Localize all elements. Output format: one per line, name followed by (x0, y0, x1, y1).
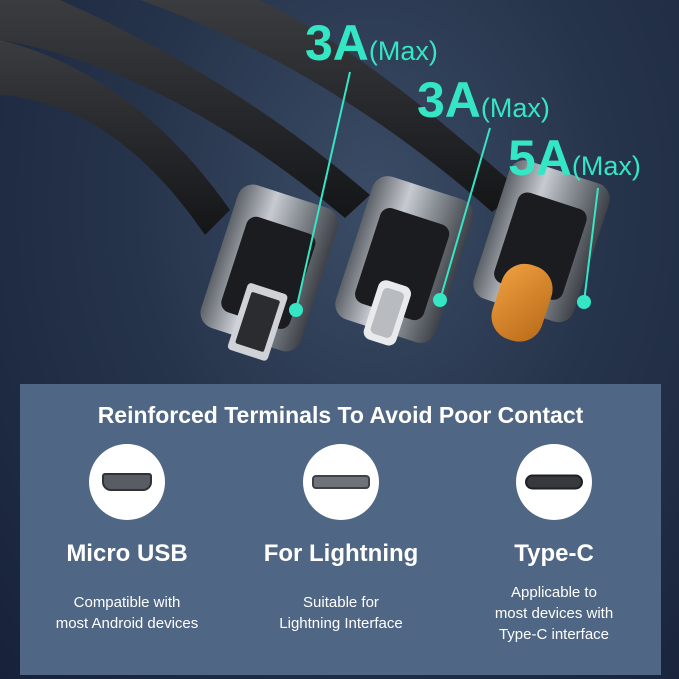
description-line: Lightning Interface (279, 615, 403, 632)
type-c-port-icon (516, 444, 592, 520)
connector-lightning: For Lightning Suitable for Lightning Int… (234, 444, 448, 634)
rating-value: 3A (305, 15, 369, 71)
lightning-port-icon (303, 444, 379, 520)
connector-description: Compatible with most Android devices (20, 592, 234, 634)
rating-micro-usb: 3A(Max) (305, 18, 438, 68)
type-c-port-shape (525, 474, 583, 490)
panel-title: Reinforced Terminals To Avoid Poor Conta… (97, 402, 584, 428)
rating-value: 3A (417, 72, 481, 128)
rating-suffix: (Max) (480, 93, 550, 123)
description-line: most devices with (494, 605, 614, 622)
rating-leaders (289, 71, 599, 317)
micro-usb-port-shape (102, 473, 152, 491)
rating-value: 5A (508, 130, 572, 186)
rating-type-c: 5A(Max) (508, 133, 641, 183)
micro-usb-port-icon (89, 444, 165, 520)
connector-name: Micro USB (66, 540, 188, 567)
connector-micro-usb: Micro USB Compatible with most Android d… (20, 444, 234, 634)
lightning-port-shape (312, 475, 370, 489)
type-c-plug (473, 160, 610, 342)
connector-name: For Lightning (263, 540, 419, 567)
micro-usb-plug (200, 184, 339, 361)
description-line: Compatible with (73, 594, 181, 611)
connector-description: Applicable to most devices with Type-C i… (447, 582, 661, 645)
description-line: most Android devices (55, 615, 199, 632)
connector-name: Type-C (514, 540, 594, 567)
connector-type-c: Type-C Applicable to most devices with T… (447, 444, 661, 645)
cable-type-c (140, 0, 520, 212)
cable-micro-usb (0, 40, 230, 235)
description-line: Applicable to (511, 584, 597, 601)
rating-suffix: (Max) (368, 36, 438, 66)
terminals-panel: Reinforced Terminals To Avoid Poor Conta… (20, 384, 661, 675)
rating-lightning: 3A(Max) (417, 75, 550, 125)
connector-description: Suitable for Lightning Interface (234, 592, 448, 634)
description-line: Suitable for (303, 594, 379, 611)
description-line: Type-C interface (498, 626, 610, 643)
cable-lightning (0, 0, 370, 218)
rating-suffix: (Max) (571, 151, 641, 181)
